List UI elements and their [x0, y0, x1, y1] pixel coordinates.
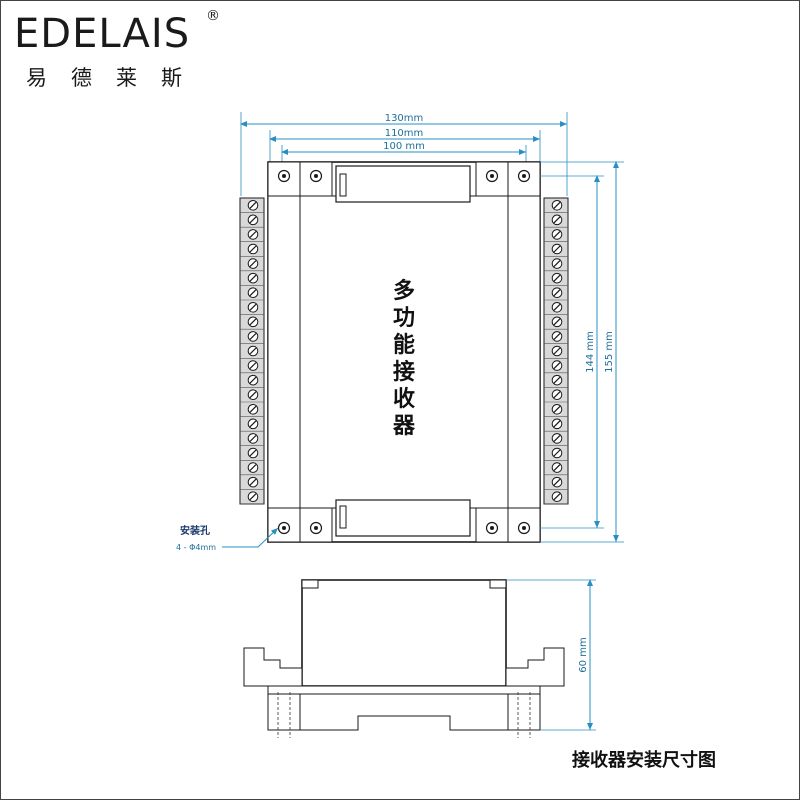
brand-chinese-name: 易德莱斯	[26, 66, 206, 90]
terminal-slot	[553, 347, 561, 355]
terminal-slot	[553, 303, 561, 311]
side-tab	[301, 579, 319, 589]
left-terminal-profile	[243, 647, 303, 687]
height-dimension-144: 144 mm	[540, 175, 604, 529]
top-connector	[335, 165, 471, 203]
base-foot	[267, 693, 301, 731]
terminal-slot	[249, 231, 257, 238]
mounting-hole-icon	[309, 169, 323, 183]
terminal-slot	[249, 318, 257, 326]
height-outer-label: 155 mm	[604, 331, 615, 373]
terminal-slot	[249, 333, 257, 340]
terminal-slot	[553, 362, 561, 369]
brand-name: EDELAIS	[14, 11, 191, 57]
terminal-slot	[249, 245, 257, 253]
corner-block	[299, 507, 333, 543]
terminal-slot	[553, 274, 561, 282]
corner-block	[299, 161, 333, 197]
terminal-slot	[249, 274, 257, 282]
terminal-slot	[553, 420, 561, 428]
terminal-slot	[553, 216, 561, 224]
corner-block	[507, 507, 541, 543]
terminal-slot	[553, 333, 561, 340]
diagram-title: 接收器安装尺寸图	[572, 750, 716, 771]
terminal-slot	[249, 303, 257, 311]
brand-logo: EDELAIS ® 易德莱斯	[14, 8, 220, 90]
terminal-slot	[249, 405, 257, 413]
width-mid-label: 110mm	[385, 128, 424, 139]
corner-block	[475, 507, 509, 543]
terminal-slot	[553, 260, 561, 267]
terminal-slot	[249, 347, 257, 355]
width-dimension-110: 110mm	[269, 128, 541, 162]
terminal-slot	[553, 231, 561, 238]
base-rail	[267, 685, 541, 695]
mounting-hole-icon	[517, 521, 531, 535]
terminal-slot	[249, 289, 257, 297]
mounting-hole-icon	[277, 169, 291, 183]
depth-label: 60 mm	[578, 637, 589, 672]
terminal-slot	[553, 201, 561, 209]
terminal-slot	[553, 245, 561, 253]
side-housing	[301, 579, 507, 687]
corner-block	[475, 161, 509, 197]
terminal-slot	[553, 376, 561, 384]
side-tab	[489, 579, 507, 589]
right-rail	[507, 195, 541, 509]
top-view: 130mm 110mm 100 mm	[176, 112, 624, 552]
mounting-hole-icon	[517, 169, 531, 183]
terminal-slot	[249, 391, 257, 399]
terminal-slot	[249, 216, 257, 224]
din-clip	[267, 693, 541, 731]
terminal-slot	[553, 405, 561, 413]
side-view: 60 mm	[243, 579, 596, 738]
terminal-slot	[249, 376, 257, 384]
terminal-slot	[249, 464, 257, 471]
base-foot	[507, 693, 541, 731]
corner-block	[267, 507, 301, 543]
terminal-slot	[553, 318, 561, 326]
mounting-hole-note: 安装孔 4 - Φ4mm	[176, 524, 279, 552]
mounting-hole-icon	[309, 521, 323, 535]
terminal-slot	[249, 478, 257, 486]
terminal-slot	[553, 391, 561, 399]
bottom-connector	[335, 499, 471, 537]
mounting-hole-icon	[485, 521, 499, 535]
mounting-note-label: 安装孔	[180, 524, 210, 537]
terminal-slot	[249, 420, 257, 428]
corner-block	[507, 161, 541, 197]
terminal-slot	[249, 260, 257, 267]
housing-outline	[267, 161, 541, 543]
terminal-slot	[249, 201, 257, 209]
terminal-slot	[249, 435, 257, 442]
terminal-slot	[249, 362, 257, 369]
terminal-slot	[553, 493, 561, 501]
terminal-slot	[553, 464, 561, 471]
mounting-note-spec: 4 - Φ4mm	[176, 543, 216, 552]
mounting-hole-icon	[485, 169, 499, 183]
height-dimension-155: 155 mm	[540, 161, 624, 543]
terminal-slot	[249, 493, 257, 501]
left-rail	[267, 195, 301, 509]
right-terminal-strip	[543, 197, 569, 505]
registered-mark-icon: ®	[206, 8, 220, 24]
width-inner-label: 100 mm	[383, 141, 425, 152]
corner-block	[267, 161, 301, 197]
width-dimension-130: 130mm	[240, 112, 568, 196]
terminal-slot	[249, 449, 257, 457]
right-terminal-profile	[505, 647, 565, 687]
height-inner-label: 144 mm	[585, 331, 596, 373]
terminal-slot	[553, 435, 561, 442]
terminal-slot	[553, 289, 561, 297]
left-terminal-strip	[239, 197, 265, 505]
mounting-hole-icon	[277, 521, 291, 535]
width-outer-label: 130mm	[385, 113, 424, 124]
terminal-slot	[553, 449, 561, 457]
product-label: 多功能接收器	[392, 278, 416, 439]
depth-dimension-60: 60 mm	[506, 579, 596, 731]
terminal-slot	[553, 478, 561, 486]
